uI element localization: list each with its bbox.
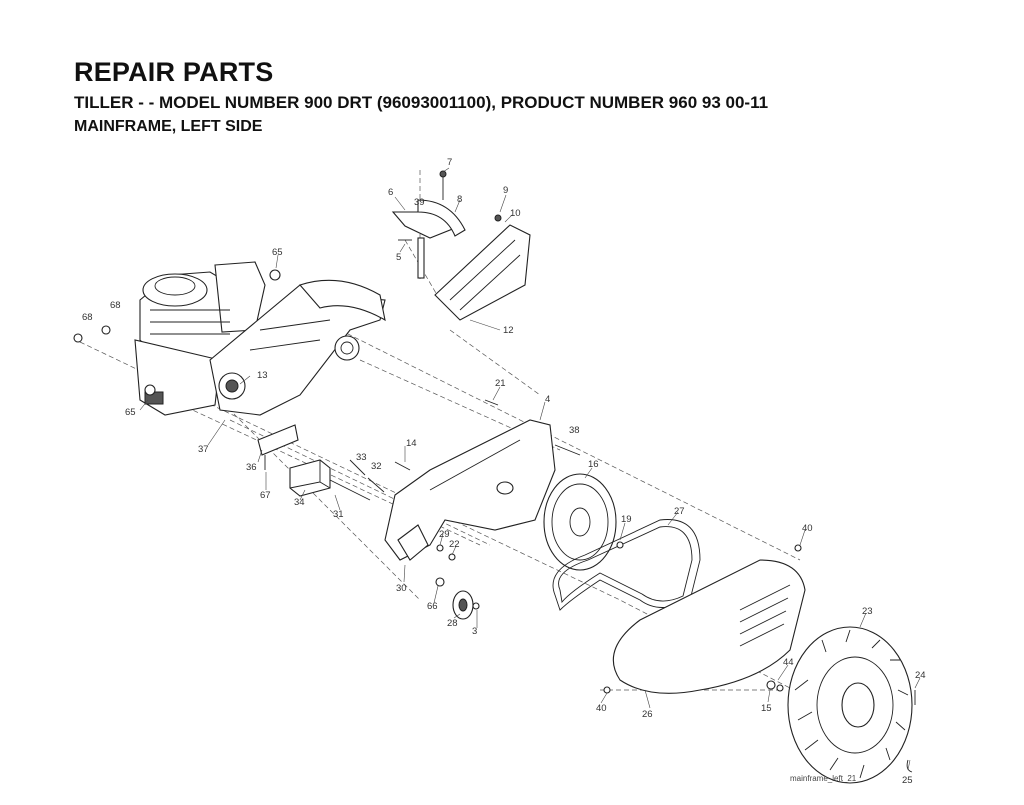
callout-68-left: 68 [82,312,93,323]
pulley [543,473,617,571]
callout-12: 12 [503,325,514,336]
callout-33: 33 [356,452,367,463]
callout-30: 30 [396,583,407,594]
callout-39: 39 [414,197,425,208]
callouts: 7 6 39 8 9 10 5 65 68 68 12 13 65 21 4 3… [82,157,926,786]
callout-67: 67 [260,490,271,501]
idler-pulley [435,577,480,620]
callout-23: 23 [862,606,873,617]
callout-34: 34 [294,497,305,508]
callout-8: 8 [457,194,462,205]
washers [73,269,624,561]
drive-belt [552,519,701,611]
callout-5: 5 [396,252,401,263]
engine [134,261,266,416]
callout-4: 4 [545,394,550,405]
hardware [329,399,581,501]
callout-14: 14 [406,438,417,449]
callout-3: 3 [472,626,477,637]
callout-25: 25 [902,775,913,786]
model-subtitle: TILLER - - MODEL NUMBER 900 DRT (9609300… [74,93,769,112]
mainframe [209,279,386,416]
callout-16: 16 [588,459,599,470]
diagram-caption: mainframe_left_21 [790,774,857,783]
callout-38: 38 [569,425,580,436]
callout-68-right: 68 [110,300,121,311]
wheel [787,626,913,784]
depth-bar-bracket [391,170,466,279]
callout-26: 26 [642,709,653,720]
page-title: REPAIR PARTS [74,57,274,87]
callout-40-top: 40 [802,523,813,534]
callout-28: 28 [447,618,458,629]
callout-40-bottom: 40 [596,703,607,714]
section-title: MAINFRAME, LEFT SIDE [74,118,263,135]
callout-21: 21 [495,378,506,389]
callout-9: 9 [503,185,508,196]
callout-31: 31 [333,509,344,520]
callout-13: 13 [257,370,268,381]
callout-6: 6 [388,187,393,198]
callout-15: 15 [761,703,772,714]
callout-29: 29 [439,529,450,540]
callout-7: 7 [447,157,452,168]
callout-32: 32 [371,461,382,472]
callout-10: 10 [510,208,521,219]
callout-27: 27 [674,506,685,517]
callout-65-top: 65 [272,247,283,258]
callout-65-bottom: 65 [125,407,136,418]
debris-shield [434,214,531,321]
callout-24: 24 [915,670,926,681]
belt-cover [612,559,806,694]
callout-22: 22 [449,539,460,550]
bracket [257,424,299,470]
callout-44: 44 [783,657,794,668]
callout-37: 37 [198,444,209,455]
callout-19: 19 [621,514,632,525]
side-plate [384,419,556,561]
spacer-block [289,459,331,497]
leader-lines [139,167,921,771]
callout-36: 36 [246,462,257,473]
callout-66: 66 [427,601,438,612]
wheel-hardware [603,544,916,773]
